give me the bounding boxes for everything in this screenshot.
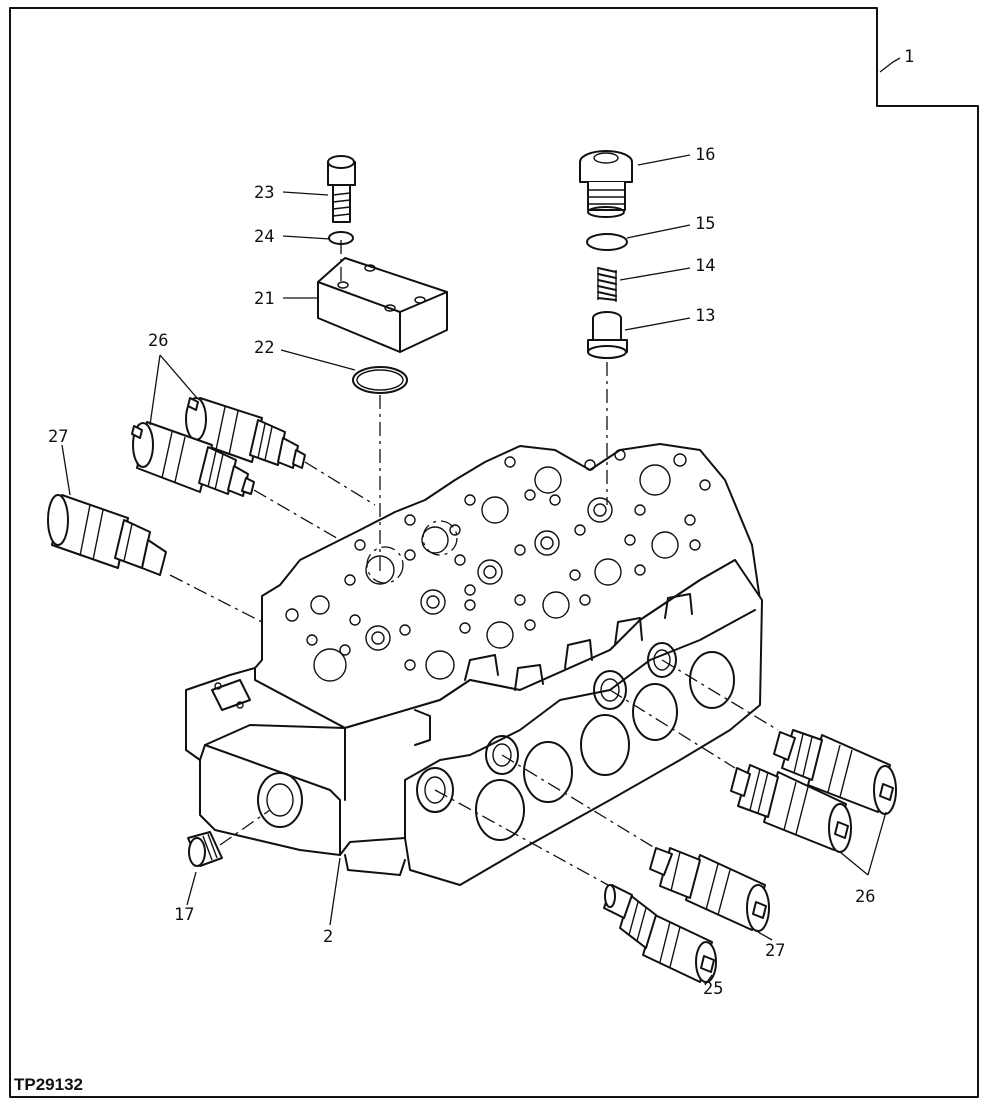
cap-screw [327,155,356,223]
figure-id: TP29132 [14,1075,83,1094]
relief-valve-25 [603,884,717,983]
callout-21: 21 [254,289,274,309]
poppet [587,311,628,359]
callout-22: 22 [254,338,274,358]
plug-16 [579,150,633,218]
o-ring-22 [352,366,408,394]
frame-border [9,7,979,1098]
valve-housing [185,443,763,886]
callout-27-left: 27 [48,427,68,447]
callout-15: 15 [695,214,715,234]
relief-valve-26-right-lower [730,764,852,853]
callout-14: 14 [695,256,715,276]
callout-24: 24 [254,227,274,247]
callout-26-right: 26 [855,887,875,907]
relief-valve-26-lower [131,421,255,497]
callout-2: 2 [323,927,333,947]
callout-27-bottom: 27 [765,941,785,961]
spring [597,267,617,302]
o-ring-15 [586,233,628,251]
callout-17: 17 [174,905,194,925]
callout-1: 1 [904,47,914,67]
callout-leaders [61,57,901,986]
callout-25: 25 [703,979,723,999]
callout-13: 13 [695,306,715,326]
relief-valve-27-left [47,494,167,576]
cover-plate [317,257,448,353]
callout-26-top: 26 [148,331,168,351]
callout-23: 23 [254,183,274,203]
plug-17 [187,831,223,867]
relief-valve-26-right-upper [773,729,897,815]
callout-16: 16 [695,145,715,165]
relief-valve-27-bottom [649,847,770,932]
